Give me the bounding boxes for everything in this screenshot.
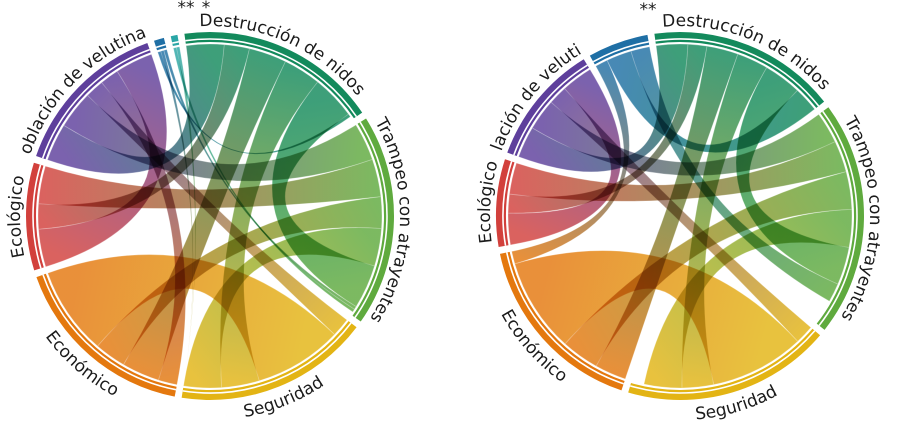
sector-arc-poblacion-de-velutinas [507,59,589,157]
sector-arcs [496,31,865,400]
ribbon-ecologico-to-trampeo-con-atrayentes [508,141,847,202]
sector-label-starstar: ** [178,0,195,18]
ribbons [37,43,383,389]
sector-label-ecologico: Ecológico [5,174,29,260]
sector-arc-destruccion-de-nidos [184,32,363,119]
sector-rim-star [172,41,179,44]
sector-rim-trampeo-con-atrayentes [818,110,858,326]
ribbon-seguridad-to-trampeo-con-atrayentes [643,208,853,389]
sector-rim-seguridad [629,330,816,394]
ribbon-ecologico-to-trampeo-con-atrayentes [38,158,382,209]
sector-rim-trampeo-con-atrayentes [354,121,388,318]
ribbon-star-to-seguridad [175,46,197,387]
ribbon-poblacion-de-velutinas-to-ecologico [38,53,168,268]
sector-arc-economico [499,251,625,391]
sector-arc-trampeo-con-atrayentes [352,118,395,322]
sector-arc-starstar [154,37,167,51]
sector-rim-destruccion-de-nidos [185,38,358,117]
ribbon-economico-to-starstar [511,59,630,265]
ribbons [507,43,853,389]
sector-arc-ecologico [25,162,44,271]
sector-rim-poblacion-de-velutinas [513,64,588,156]
ribbon-starstar-to-trampeo-con-atrayentes [630,46,839,302]
sector-rim-economico [506,252,624,385]
sector-arcs [25,32,395,400]
sector-rim-economico [42,274,177,391]
sector-rim-ecologico [502,161,513,246]
sector-rim-destruccion-de-nidos [655,38,820,107]
sector-arc-economico [36,273,177,397]
sector-arc-seguridad [628,328,821,400]
sector-rim-starstar [592,41,649,63]
sector-arc-ecologico [496,159,515,247]
ribbon-seguridad-to-trampeo-con-atrayentes [183,227,382,389]
sector-rim-starstar [155,43,166,49]
ribbon-economico-to-seguridad [47,254,336,382]
sector-arc-trampeo-con-atrayentes [816,107,865,330]
sector-rim-ecologico [32,164,42,269]
sector-label-star: * [202,0,211,18]
sector-arc-star [170,34,180,47]
sector-label-starstar: ** [640,0,657,20]
ribbon-starstar-to-trampeo-con-atrayentes [163,49,357,310]
sector-rim-poblacion-de-velutinas [41,48,150,159]
sector-rim-seguridad [182,322,352,394]
